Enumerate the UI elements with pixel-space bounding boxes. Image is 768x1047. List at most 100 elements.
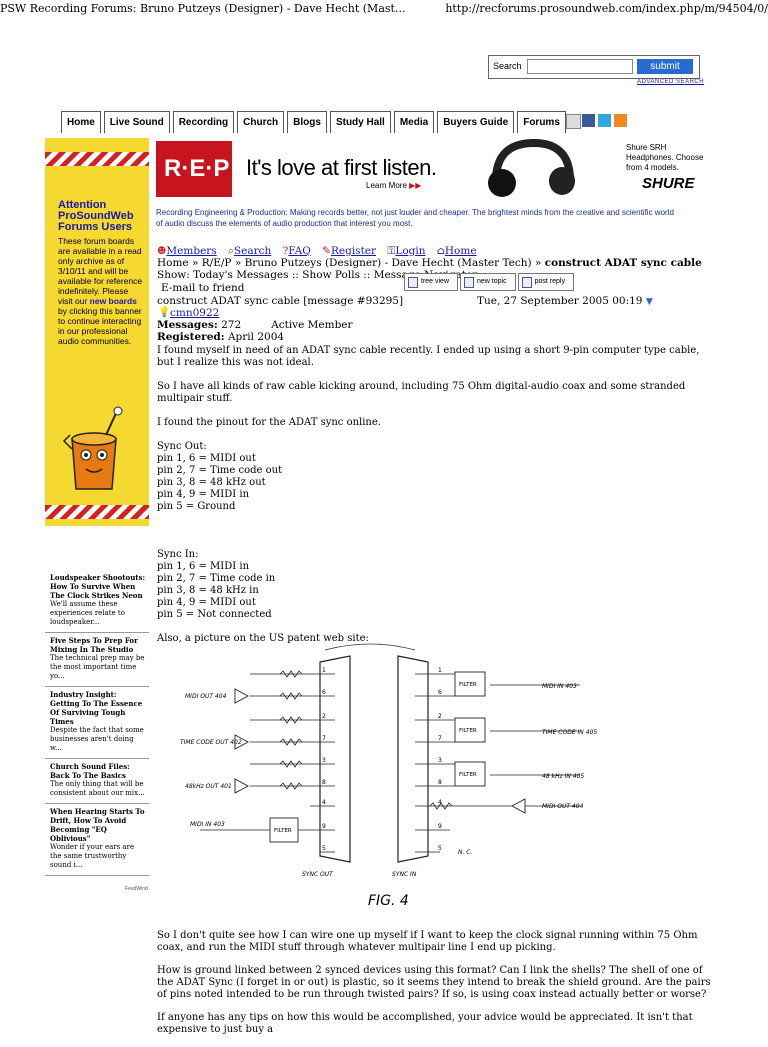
search-input[interactable]	[527, 59, 633, 74]
svg-text:9: 9	[322, 823, 326, 830]
nav-blogs[interactable]: Blogs	[287, 111, 327, 133]
email-icon[interactable]	[566, 114, 581, 129]
list-item[interactable]: Loudspeaker Shootouts: How To Survive Wh…	[45, 570, 149, 633]
learn-more-link[interactable]: Learn More ▶▶	[366, 181, 422, 190]
rss-icon[interactable]	[614, 114, 627, 127]
nc-label: N. C.	[458, 849, 472, 856]
svg-text:5: 5	[322, 845, 326, 852]
nav-home[interactable]: Home	[61, 111, 101, 133]
breadcrumb-rep[interactable]: R/E/P	[201, 257, 232, 269]
faq-link[interactable]: FAQ	[288, 245, 311, 257]
bulb-icon: 💡	[158, 307, 171, 318]
forum-home-link[interactable]: Home	[444, 245, 477, 257]
sync-out-connector	[319, 655, 351, 863]
filter-label: FILTER	[459, 728, 477, 734]
nav-study-hall[interactable]: Study Hall	[329, 111, 391, 133]
figure-label: MIDI IN 403	[542, 683, 577, 690]
home-icon: ⌂	[436, 245, 445, 257]
svg-text:4: 4	[438, 799, 442, 806]
figure-label: TIME CODE OUT 402	[180, 739, 242, 746]
nav-media[interactable]: Media	[393, 111, 435, 133]
email-friend-link[interactable]: E-mail to friend	[161, 282, 245, 294]
todays-messages-link[interactable]: Today's Messages	[193, 269, 289, 281]
svg-text:7: 7	[322, 735, 326, 742]
sync-in-connector	[397, 655, 429, 863]
stripe-divider	[45, 152, 149, 166]
registered-date: Registered: April 2004	[157, 331, 285, 343]
svg-text:6: 6	[322, 689, 326, 696]
breadcrumb-forum[interactable]: Bruno Putzeys (Designer) - Dave Hecht (M…	[244, 257, 532, 269]
figure-caption: FIG. 4	[368, 893, 409, 909]
message-body: I found myself in need of an ADAT sync c…	[157, 345, 700, 644]
register-icon: ✎	[322, 245, 331, 257]
chevron-down-icon[interactable]: ▼	[645, 297, 653, 307]
nav-buyers-guide[interactable]: Buyers Guide	[437, 111, 515, 133]
new-topic-button[interactable]: new topic	[460, 273, 516, 291]
breadcrumb-home[interactable]: Home	[157, 257, 189, 269]
new-boards-link[interactable]: new boards	[89, 296, 137, 306]
nav-recording[interactable]: Recording	[172, 111, 235, 133]
shure-logo: SHURE	[642, 175, 695, 192]
svg-text:8: 8	[438, 779, 442, 786]
figure-label: TIME CODE IN 405	[542, 729, 597, 736]
faq-icon: ?	[282, 245, 289, 257]
username-link[interactable]: cmn0922	[170, 307, 220, 319]
list-item[interactable]: When Hearing Starts To Drift, How To Avo…	[45, 804, 149, 876]
members-link[interactable]: Members	[166, 245, 217, 257]
login-link[interactable]: Login	[395, 245, 426, 257]
svg-text:3: 3	[438, 757, 442, 764]
facebook-icon[interactable]	[582, 114, 595, 127]
svg-text:5: 5	[438, 845, 442, 852]
nav-live-sound[interactable]: Live Sound	[103, 111, 170, 133]
sync-out-label: SYNC OUT	[302, 871, 334, 878]
search-box: Search submit	[488, 55, 700, 79]
search-label: Search	[493, 61, 522, 71]
breadcrumb: Home » R/E/P » Bruno Putzeys (Designer) …	[157, 257, 702, 269]
svg-text:1: 1	[438, 667, 442, 674]
svg-text:2: 2	[438, 713, 442, 720]
notice-text: These forum boards are available in a re…	[58, 236, 143, 346]
nav-forums[interactable]: Forums	[517, 111, 566, 133]
register-link[interactable]: Register	[330, 245, 377, 257]
figure-label: 48kHz OUT 401	[185, 783, 232, 790]
attention-heading: Attention ProSoundWeb Forums Users	[58, 199, 134, 233]
message-body-continued: So I don't quite see how I can wire one …	[157, 930, 711, 1035]
message-title: construct ADAT sync cable [message #9329…	[157, 295, 404, 307]
list-item[interactable]: Industry Insight: Getting To The Essence…	[45, 687, 149, 759]
window-title: PSW Recording Forums: Bruno Putzeys (Des…	[0, 2, 406, 15]
stripe-divider	[45, 505, 149, 519]
twitter-icon[interactable]	[598, 114, 611, 127]
list-item[interactable]: Five Steps To Prep For Mixing In The Stu…	[45, 633, 149, 687]
svg-text:3: 3	[322, 757, 326, 764]
site-tagline: Recording Engineering & Production: Maki…	[156, 208, 674, 228]
rep-logo: R·E·P	[156, 141, 232, 197]
filter-label: FILTER	[459, 682, 477, 688]
mascot-icon	[62, 406, 123, 490]
headphones-icon	[488, 138, 575, 197]
banner-headline: It's love at first listen.	[246, 155, 437, 180]
svg-text:2: 2	[322, 713, 326, 720]
topic-buttons: tree view new topic post reply	[404, 273, 576, 291]
advanced-search-link[interactable]: ADVANCED SEARCH	[637, 79, 705, 85]
nav-church[interactable]: Church	[237, 111, 285, 133]
main-nav: Home Live Sound Recording Church Blogs S…	[61, 111, 569, 133]
feedwind-credit[interactable]: FeedWind	[125, 886, 148, 892]
figure-label: MIDI OUT 404	[185, 693, 227, 700]
tree-view-button[interactable]: tree view	[404, 273, 459, 291]
breadcrumb-current: construct ADAT sync cable	[544, 257, 702, 269]
login-icon: ⚿	[387, 245, 396, 257]
members-icon: ☻	[157, 245, 167, 257]
page-url: http://recforums.prosoundweb.com/index.p…	[445, 2, 768, 15]
forum-search-link[interactable]: Search	[233, 245, 272, 257]
show-polls-link[interactable]: Show Polls	[302, 269, 360, 281]
figure-label: MIDI IN 403	[190, 821, 225, 828]
search-submit-button[interactable]: submit	[637, 59, 693, 74]
banner-ad[interactable]: R·E·P It's love at first listen. Learn M…	[156, 137, 716, 199]
post-reply-button[interactable]: post reply	[517, 273, 574, 291]
message-date: Tue, 27 September 2005 00:19 ▼	[477, 295, 653, 307]
svg-text:4: 4	[322, 799, 326, 806]
news-feed: Loudspeaker Shootouts: How To Survive Wh…	[45, 570, 149, 876]
svg-text:7: 7	[438, 735, 442, 742]
